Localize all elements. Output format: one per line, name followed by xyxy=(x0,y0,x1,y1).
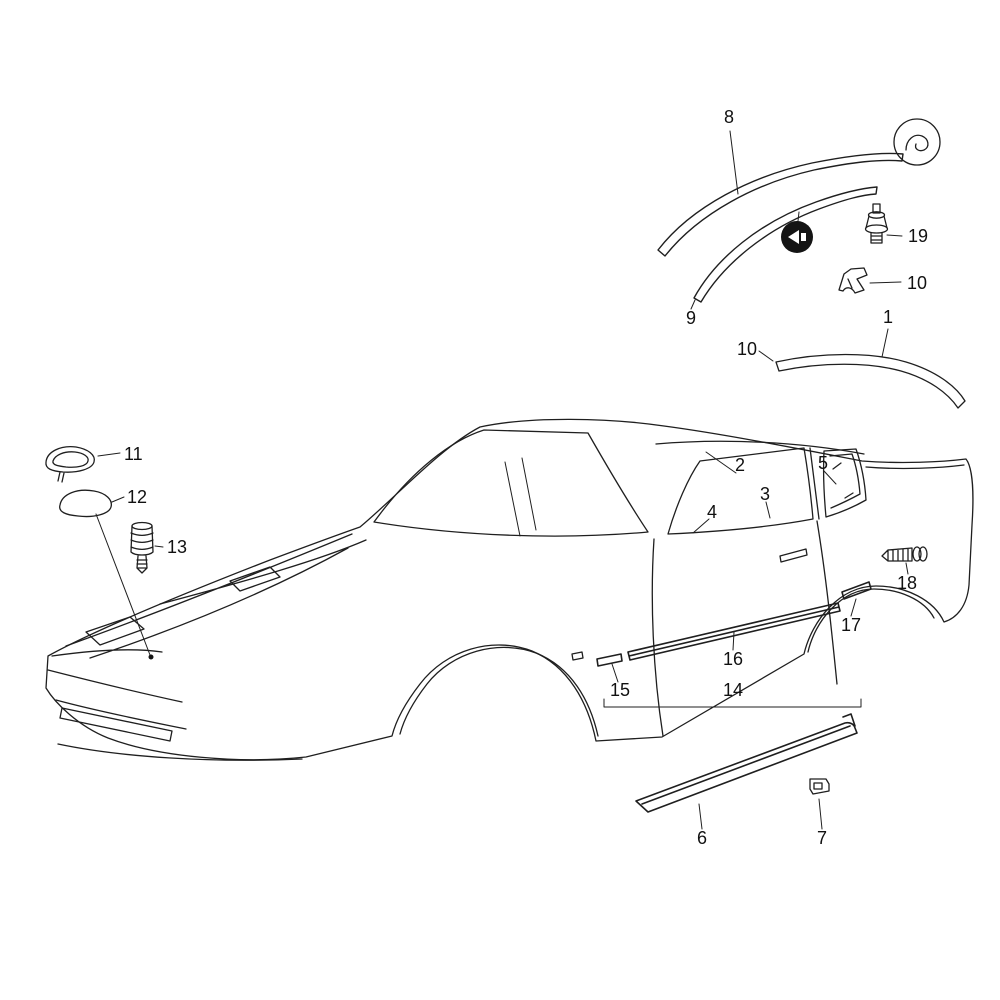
car-body xyxy=(45,418,974,761)
side-molding-15 xyxy=(596,653,623,667)
rear-spoiler-line xyxy=(865,464,965,470)
rivet-19-stem xyxy=(865,203,888,244)
callout-10-right: 10 xyxy=(907,273,927,293)
callout-14: 14 xyxy=(723,680,743,700)
grommet-13-top xyxy=(131,521,153,531)
section-connector-line xyxy=(797,211,800,222)
leader-lines xyxy=(97,130,909,830)
roof-strips xyxy=(657,118,941,303)
gasket-part-12 xyxy=(59,489,112,518)
side-molding-17 xyxy=(841,581,872,600)
grommet-part-13 xyxy=(130,521,154,574)
hatched-molding-strip xyxy=(775,353,966,409)
callout-18: 18 xyxy=(897,573,917,593)
wheel-arch-inner-lines xyxy=(399,588,935,737)
mirror-base-parts xyxy=(45,446,154,660)
group-bracket-14 xyxy=(603,698,862,708)
screw-18-shank xyxy=(881,547,913,562)
screw-18-head-end xyxy=(918,546,928,562)
rivet-19-collar xyxy=(867,211,886,219)
callout-11: 11 xyxy=(124,444,143,464)
callout-17: 17 xyxy=(841,615,861,635)
front-bumper-lines xyxy=(47,669,303,761)
callout-1: 1 xyxy=(883,307,893,327)
molding-part-1 xyxy=(775,353,966,409)
mounting-leader-line xyxy=(95,513,151,656)
molding-profile-icon xyxy=(905,134,929,152)
profile-magnifier-circle xyxy=(893,118,941,166)
molding-end-clip xyxy=(571,651,584,661)
rivet-part-19 xyxy=(864,203,889,244)
callout-6: 6 xyxy=(697,828,707,848)
windshield-frame xyxy=(373,429,649,537)
roof-strip-8 xyxy=(657,152,904,257)
b-pillar-line xyxy=(809,447,820,520)
callout-5: 5 xyxy=(818,453,828,473)
windshield-reflection-lines xyxy=(504,457,537,537)
sill-strip-6 xyxy=(635,713,858,813)
door-window xyxy=(667,447,814,535)
callout-3: 3 xyxy=(760,484,770,504)
callout-13: 13 xyxy=(167,537,187,557)
side-moldings xyxy=(571,546,928,667)
callout-16: 16 xyxy=(723,649,743,669)
screw-part-18 xyxy=(881,546,928,562)
door-handle xyxy=(779,548,808,563)
clip-part-10-right xyxy=(838,267,868,294)
car-body-outline xyxy=(45,418,974,761)
door-edges xyxy=(651,520,838,737)
rivet-19-flange xyxy=(864,224,889,234)
callout-7: 7 xyxy=(817,828,827,848)
roof-drip-rail xyxy=(655,440,865,455)
trim-tick-marks xyxy=(832,462,854,499)
callout-9: 9 xyxy=(686,308,696,328)
screw-18-head xyxy=(912,546,922,562)
callout-8: 8 xyxy=(724,107,734,127)
roof-strip-9 xyxy=(693,186,878,303)
callout-19: 19 xyxy=(908,226,928,246)
mounting-point-dot xyxy=(148,654,154,660)
callout-4: 4 xyxy=(707,502,717,522)
quarter-window xyxy=(822,448,867,518)
callout-12: 12 xyxy=(127,487,147,507)
callout-2: 2 xyxy=(735,455,745,475)
grommet-13-body xyxy=(130,525,154,574)
sill-parts xyxy=(635,713,858,813)
clip-part-7 xyxy=(809,778,830,795)
callout-15: 15 xyxy=(610,680,630,700)
hood-panel-lines xyxy=(51,533,367,659)
section-marker-glyph xyxy=(788,230,806,244)
headlight-covers xyxy=(85,566,281,646)
callout-labels: 8 9 19 10 1 10 11 12 13 2 5 3 4 18 17 16… xyxy=(124,107,928,848)
callout-10-left: 10 xyxy=(737,339,757,359)
gasket-part-11 xyxy=(45,446,95,483)
